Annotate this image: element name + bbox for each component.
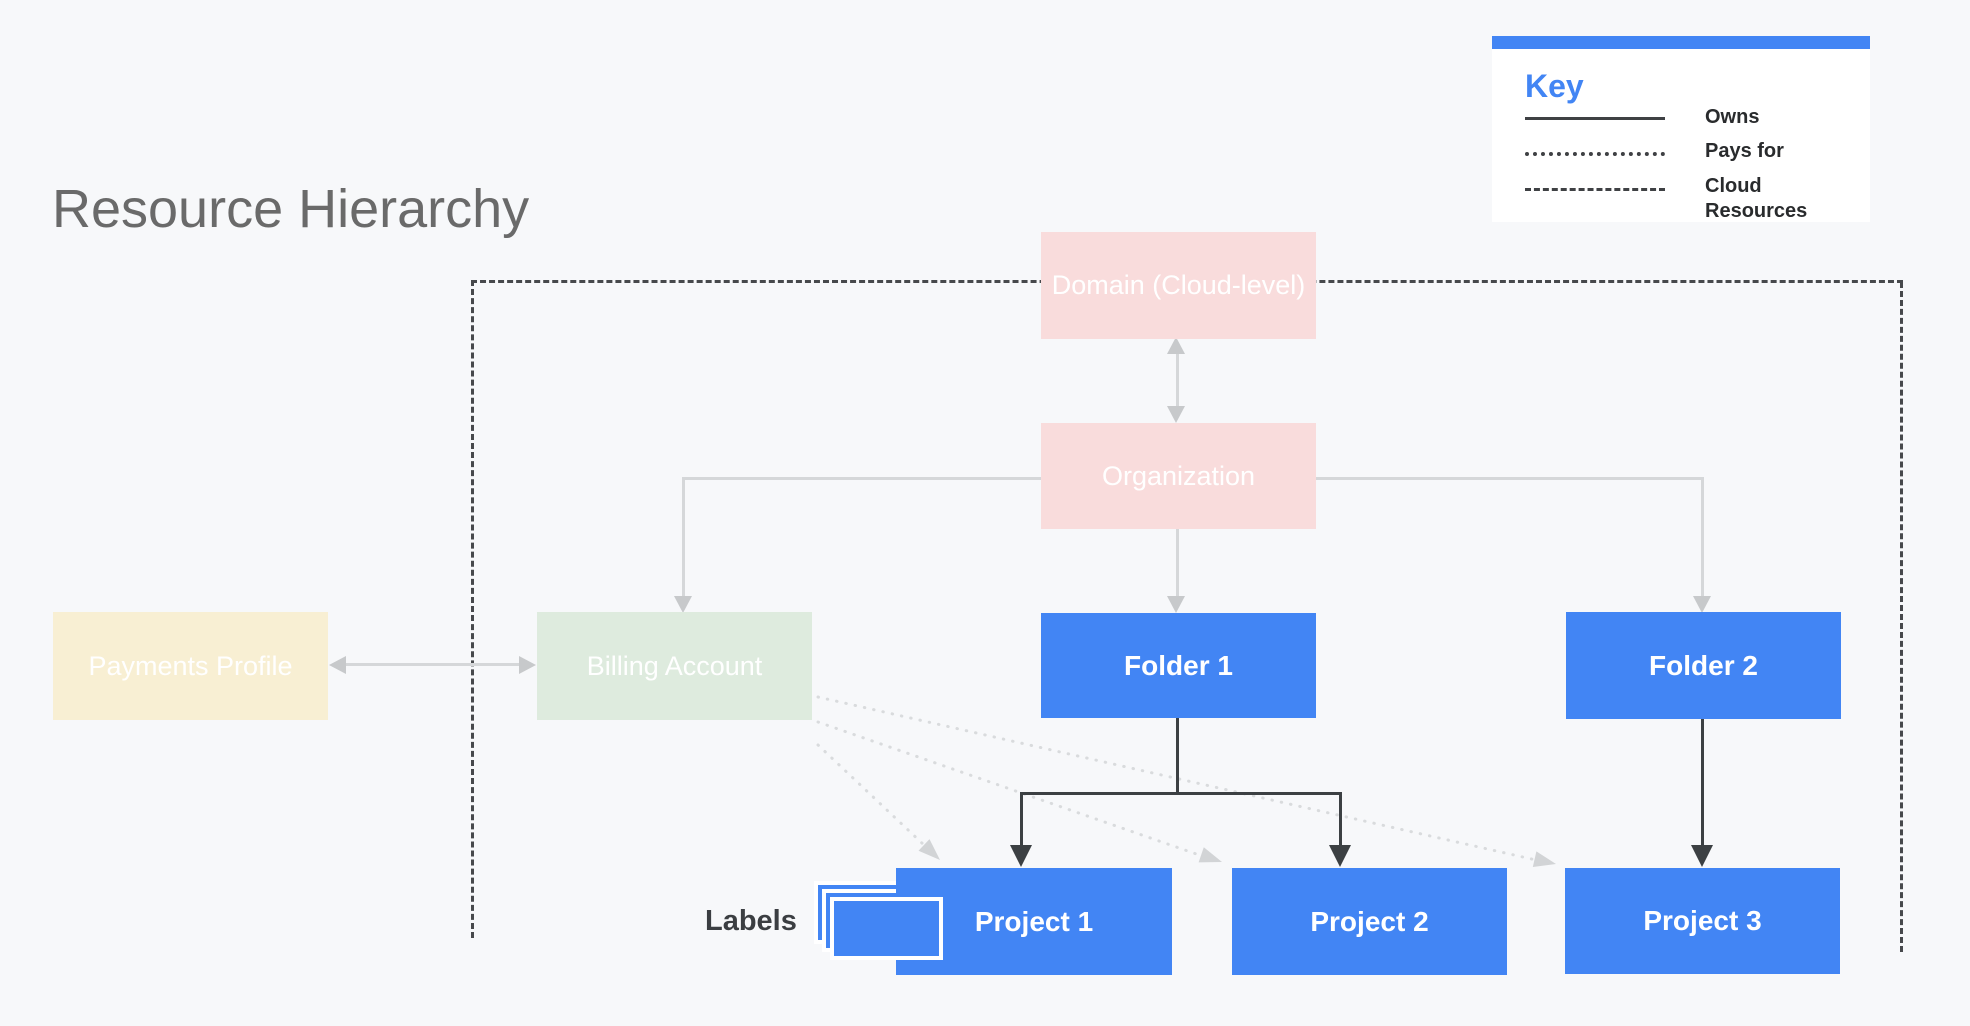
org-folder2-arrowhead (1693, 596, 1711, 613)
org-billing-arrowhead (674, 596, 692, 613)
folder1-project1-connector (1020, 792, 1023, 846)
payments-billing-arrow-right (519, 655, 536, 674)
pays-for-line-project-3 (816, 695, 1538, 862)
legend-cloud-resources-line-sample (1525, 188, 1665, 191)
org-folder2-connector-v (1701, 477, 1704, 598)
org-folder1-arrowhead (1167, 596, 1185, 613)
legend-pays-for-label: Pays for (1705, 140, 1784, 162)
legend-owns-line-sample (1525, 117, 1665, 120)
org-billing-connector-h (682, 477, 1041, 480)
pays-for-arrowhead-project-1 (918, 839, 940, 860)
node-project-2: Project 2 (1232, 868, 1507, 975)
pays-for-line-project-1 (816, 743, 926, 847)
legend-accent-bar (1492, 36, 1870, 49)
folder1-project2-arrowhead (1329, 845, 1351, 867)
org-folder2-connector-h (1316, 477, 1704, 480)
folder1-project2-connector (1339, 792, 1342, 846)
payments-billing-arrow-left (329, 655, 346, 674)
folder2-project3-connector (1701, 719, 1704, 846)
domain-org-arrow-up (1167, 337, 1185, 354)
legend-title: Key (1525, 68, 1584, 104)
node-folder-2: Folder 2 (1566, 612, 1841, 719)
org-billing-connector-v (682, 477, 685, 598)
folder1-stem (1176, 718, 1179, 795)
cloud-boundary-right (1900, 282, 1903, 952)
labels-caption: Labels (705, 905, 797, 937)
legend-pays-for-line-sample (1525, 152, 1665, 156)
page-title: Resource Hierarchy (52, 179, 530, 239)
node-folder-1: Folder 1 (1041, 613, 1316, 718)
cloud-boundary-left (471, 280, 474, 938)
org-folder1-connector (1176, 529, 1179, 599)
node-organization: Organization (1041, 423, 1316, 529)
folder2-project3-arrowhead (1691, 845, 1713, 867)
labels-stack-icon (830, 897, 943, 960)
node-payments-profile: Payments Profile (53, 612, 328, 720)
domain-org-arrow-down (1167, 406, 1185, 423)
pays-for-line-project-2 (816, 720, 1204, 858)
folder1-branch (1021, 792, 1342, 795)
node-billing-account: Billing Account (537, 612, 812, 720)
pays-for-arrowhead-project-3 (1532, 851, 1556, 867)
legend-cloud-resources-label: Cloud Resources (1705, 175, 1808, 222)
legend-owns-label: Owns (1705, 106, 1760, 128)
domain-org-connector (1176, 350, 1179, 412)
node-domain: Domain (Cloud-level) (1041, 232, 1316, 339)
folder1-project1-arrowhead (1010, 845, 1032, 867)
payments-billing-connector (346, 663, 522, 666)
node-project-3: Project 3 (1565, 868, 1840, 974)
legend: Key Owns Pays for Cloud Resources (1492, 36, 1870, 222)
pays-for-arrowhead-project-2 (1198, 847, 1222, 863)
